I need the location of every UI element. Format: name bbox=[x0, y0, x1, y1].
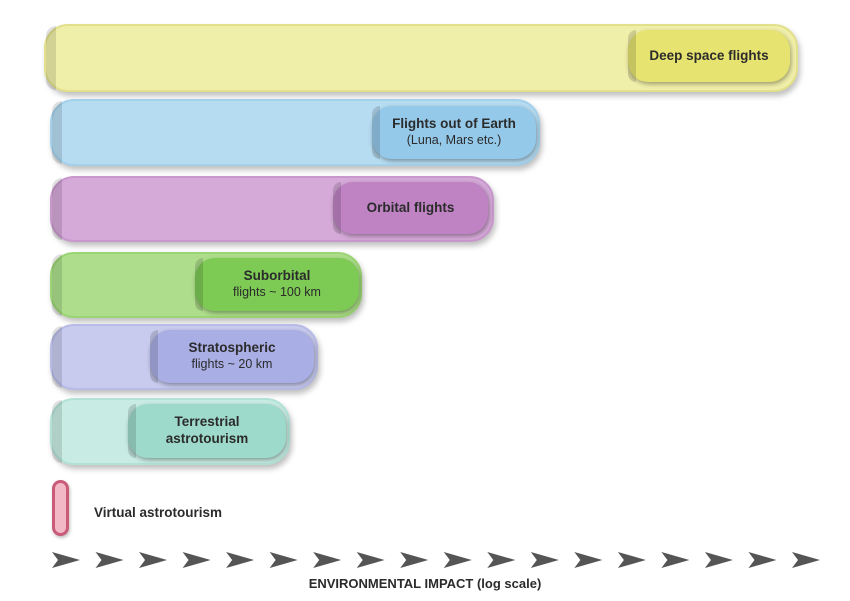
axis-arrowhead bbox=[226, 552, 255, 568]
axis-arrowhead bbox=[530, 552, 559, 568]
label-stratospheric-sub: flights ~ 20 km bbox=[191, 357, 273, 372]
virtual-astrotourism-label: Virtual astrotourism bbox=[94, 505, 223, 520]
label-flights-out-of-earth-text: Flights out of Earth bbox=[392, 116, 516, 132]
axis-arrowhead bbox=[443, 552, 472, 568]
label-flights-out-of-earth-sub: (Luna, Mars etc.) bbox=[406, 133, 502, 148]
axis-label: ENVIRONMENTAL IMPACT (log scale) bbox=[308, 576, 542, 591]
label-terrestrial-text-2: astrotourism bbox=[165, 431, 249, 446]
label-stratospheric-text: Stratospheric bbox=[188, 340, 276, 356]
axis-arrowhead bbox=[574, 552, 603, 568]
axis-arrowhead bbox=[356, 552, 385, 568]
axis-arrowhead bbox=[182, 552, 211, 568]
axis-arrowhead bbox=[661, 552, 690, 568]
axis-arrowhead bbox=[704, 552, 733, 568]
axis-arrowhead bbox=[400, 552, 429, 568]
axis-arrowhead bbox=[52, 552, 80, 568]
axis-arrowhead bbox=[313, 552, 342, 568]
label-suborbital-sub: flights ~ 100 km bbox=[233, 285, 321, 300]
label-deep-space-text: Deep space flights bbox=[649, 47, 769, 63]
label-stratospheric: Stratospheric flights ~ 20 km bbox=[150, 330, 314, 383]
virtual-astrotourism-marker bbox=[52, 480, 69, 536]
axis-arrowhead bbox=[95, 552, 124, 568]
label-terrestrial: Terrestrial astrotourism bbox=[128, 404, 286, 458]
axis-arrowhead bbox=[748, 552, 777, 568]
label-deep-space: Deep space flights bbox=[628, 30, 790, 82]
label-orbital-text: Orbital flights bbox=[366, 199, 455, 215]
axis-arrowhead bbox=[792, 552, 820, 568]
axis-arrowhead bbox=[617, 552, 646, 568]
label-flights-out-of-earth: Flights out of Earth (Luna, Mars etc.) bbox=[372, 106, 536, 159]
label-orbital: Orbital flights bbox=[333, 182, 488, 234]
label-terrestrial-text-1: Terrestrial bbox=[174, 414, 240, 430]
axis-arrows bbox=[52, 552, 820, 568]
label-suborbital-text: Suborbital bbox=[243, 268, 311, 284]
axis-arrowhead bbox=[269, 552, 298, 568]
axis-arrowhead bbox=[139, 552, 168, 568]
axis-arrowhead bbox=[487, 552, 516, 568]
label-suborbital: Suborbital flights ~ 100 km bbox=[195, 258, 359, 311]
